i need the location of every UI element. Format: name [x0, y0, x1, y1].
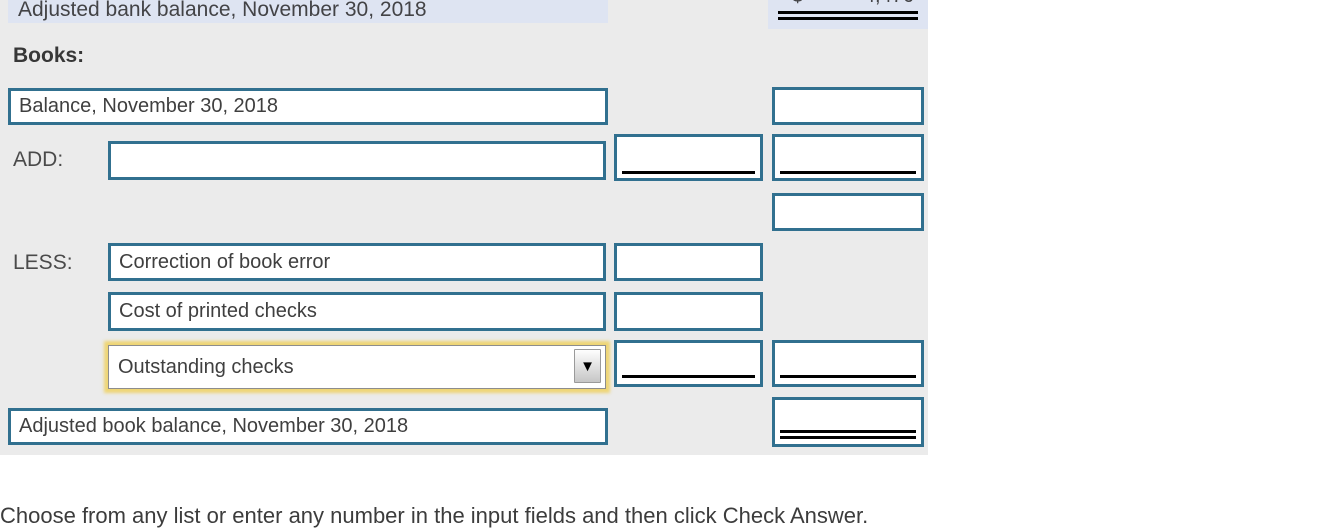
- dropdown-arrow-icon: ▼: [580, 357, 595, 375]
- adjusted-bank-balance-amount: $ 4,476: [792, 0, 914, 8]
- reconciliation-panel: Adjusted bank balance, November 30, 2018…: [0, 0, 928, 455]
- add-amount2-input[interactable]: [772, 134, 924, 181]
- less-total-amount-input[interactable]: [772, 340, 924, 387]
- instruction-text: Choose from any list or enter any number…: [0, 503, 869, 528]
- add-amount1-input[interactable]: [614, 134, 763, 181]
- add-prefix: ADD:: [13, 148, 64, 171]
- balance-amount-input[interactable]: [772, 87, 924, 125]
- add-item-field[interactable]: [108, 141, 606, 180]
- single-rule: [780, 375, 916, 378]
- less-amount1-input[interactable]: [614, 243, 763, 281]
- dropdown-arrow-button[interactable]: ▼: [574, 349, 601, 383]
- adjusted-bank-balance-amount-cell: $ 4,476: [768, 0, 928, 29]
- single-rule: [780, 171, 916, 174]
- less-item2-field[interactable]: Cost of printed checks: [108, 292, 606, 331]
- double-rule: [778, 11, 918, 20]
- single-rule: [622, 171, 755, 174]
- adjusted-book-balance-text: Adjusted book balance, November 30, 2018: [19, 415, 409, 437]
- adjusted-book-balance-amount-input[interactable]: [772, 397, 924, 447]
- add-extra-amount-input[interactable]: [772, 193, 924, 231]
- double-rule: [780, 430, 916, 439]
- less-item1-field[interactable]: Correction of book error: [108, 243, 606, 281]
- balance-label-text: Balance, November 30, 2018: [19, 95, 279, 117]
- currency-symbol: $: [792, 0, 803, 8]
- adjusted-bank-balance-text: Adjusted bank balance, November 30, 2018: [18, 0, 427, 21]
- adjusted-book-balance-label-field[interactable]: Adjusted book balance, November 30, 2018: [8, 408, 608, 445]
- adjusted-bank-amount-value: 4,476: [864, 0, 914, 8]
- outstanding-checks-dropdown[interactable]: Outstanding checks ▼: [108, 345, 606, 389]
- balance-label-field[interactable]: Balance, November 30, 2018: [8, 88, 608, 125]
- less-amount2-input[interactable]: [614, 292, 763, 331]
- less-item1-text: Correction of book error: [119, 250, 331, 273]
- dropdown-selected-text: Outstanding checks: [118, 355, 294, 378]
- books-heading: Books:: [13, 44, 85, 67]
- single-rule: [622, 375, 755, 378]
- less-item2-text: Cost of printed checks: [119, 300, 317, 322]
- adjusted-bank-balance-label: Adjusted bank balance, November 30, 2018: [8, 0, 608, 23]
- less-prefix: LESS:: [13, 251, 73, 274]
- less-amount3-input[interactable]: [614, 340, 763, 387]
